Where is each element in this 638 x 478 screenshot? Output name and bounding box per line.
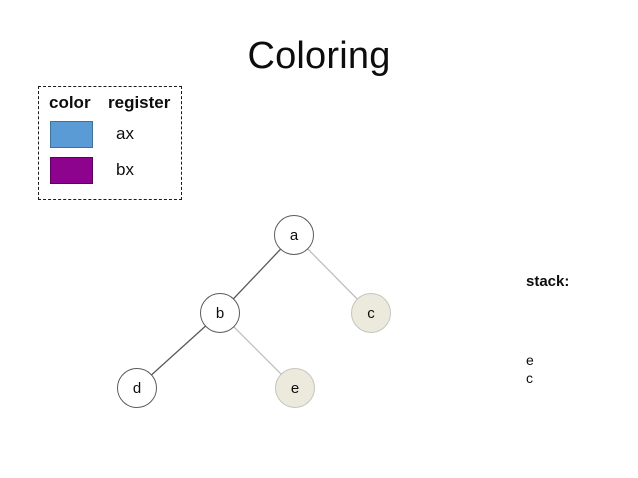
- stack-items-list: e c: [526, 351, 616, 387]
- color-swatch-icon: [50, 157, 93, 184]
- graph-node-b[interactable]: b: [200, 293, 240, 333]
- graph-node-c[interactable]: c: [351, 293, 391, 333]
- graph-node-a[interactable]: a: [274, 215, 314, 255]
- graph-node-d[interactable]: d: [117, 368, 157, 408]
- stack-item: e: [526, 352, 534, 368]
- graph-node-e[interactable]: e: [275, 368, 315, 408]
- legend-row: bx: [39, 157, 183, 187]
- legend-row: ax: [39, 121, 183, 151]
- page-title: Coloring: [247, 35, 391, 77]
- legend-header-register: register: [108, 93, 171, 112]
- graph-node-label: b: [215, 304, 225, 322]
- graph-node-label: c: [367, 304, 375, 322]
- graph-node-label: d: [132, 379, 142, 397]
- color-swatch-icon: [50, 121, 93, 148]
- legend-header-color: color: [49, 93, 91, 112]
- legend-register-label: bx: [116, 160, 134, 179]
- color-register-legend: color register ax bx: [38, 86, 182, 200]
- graph-node-label: e: [290, 379, 300, 397]
- graph-node-label: a: [289, 226, 299, 244]
- stack-item: c: [526, 370, 533, 386]
- legend-header-row: color register: [39, 93, 183, 115]
- legend-register-label: ax: [116, 124, 134, 143]
- stack-panel: stack: e c: [526, 273, 616, 386]
- stack-title: stack:: [526, 273, 570, 290]
